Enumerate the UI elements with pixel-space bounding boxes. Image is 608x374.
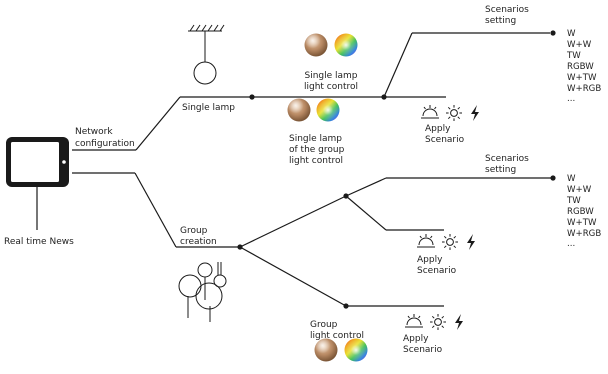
sun-icon xyxy=(430,314,446,330)
sun-icon xyxy=(446,105,462,121)
scenario-icons-2 xyxy=(417,234,475,250)
sunrise-icon xyxy=(421,105,439,119)
light-mode-item: W+W xyxy=(567,40,592,50)
lamp-color-icons-group-member xyxy=(287,98,340,122)
light-modes-list-2: W W+W TW RGBW W+TW W+RGB ... xyxy=(566,174,601,249)
group-creation-label-2: creation xyxy=(180,237,217,247)
lamp-color-icons-group xyxy=(314,338,368,362)
single-lamp-control-label-1: Single lamp xyxy=(304,71,357,81)
single-lamp-label: Single lamp xyxy=(182,103,235,113)
lightning-icon xyxy=(467,234,475,250)
diagram-lines xyxy=(36,32,552,307)
light-mode-item: W xyxy=(567,174,576,184)
sunrise-icon xyxy=(405,314,423,328)
group-creation-label-1: Group xyxy=(180,226,208,236)
apply-scenario-label-2b: Scenario xyxy=(417,266,457,276)
group-member-control-label-2: of the group xyxy=(289,145,345,155)
group-member-control-label-1: Single lamp xyxy=(289,134,342,144)
node xyxy=(550,30,556,36)
node xyxy=(343,193,349,199)
scenarios-setting-label-2a: Scenarios xyxy=(485,154,529,164)
light-mode-item: ... xyxy=(567,239,575,249)
group-light-control-label-1: Group xyxy=(310,320,338,330)
apply-scenario-label-1a: Apply xyxy=(425,124,451,134)
single-lamp-control-label-2: light control xyxy=(304,82,358,92)
light-mode-item: RGBW xyxy=(567,62,594,72)
light-mode-item: TW xyxy=(566,196,581,206)
node xyxy=(237,244,243,250)
node xyxy=(343,303,349,309)
apply-scenario-label-3b: Scenario xyxy=(403,345,443,355)
apply-scenario-label-1b: Scenario xyxy=(425,135,465,145)
network-config-label-2: configuration xyxy=(75,139,135,149)
light-mode-item: W+RGB xyxy=(567,84,601,94)
scenarios-setting-label-1a: Scenarios xyxy=(485,5,529,15)
light-mode-item: W+TW xyxy=(567,73,597,83)
light-mode-item: ... xyxy=(567,94,575,104)
sun-icon xyxy=(442,234,458,250)
group-light-control-label-2: light control xyxy=(310,331,364,341)
realtime-news-label: Real time News xyxy=(4,237,74,247)
lightning-icon xyxy=(455,314,463,330)
node xyxy=(381,94,387,100)
light-mode-item: W+TW xyxy=(567,218,597,228)
node xyxy=(550,175,556,181)
scenarios-setting-label-1b: setting xyxy=(485,16,516,26)
lightning-icon xyxy=(471,105,479,121)
scenario-icons-3 xyxy=(405,314,463,330)
light-modes-list-1: W W+W TW RGBW W+TW W+RGB ... xyxy=(566,29,601,104)
light-mode-item: W xyxy=(567,29,576,39)
node xyxy=(249,94,255,100)
sunrise-icon xyxy=(417,234,435,248)
diagram-labels: Network configuration Real time News Sin… xyxy=(4,5,529,355)
light-mode-item: W+W xyxy=(567,185,592,195)
pendant-lamp-icon xyxy=(188,24,225,85)
diagram-nodes xyxy=(237,30,556,309)
group-member-control-label-3: light control xyxy=(289,156,343,166)
lamp-color-icons-single xyxy=(304,33,358,57)
light-mode-item: RGBW xyxy=(567,207,594,217)
tablet-icon xyxy=(6,137,69,187)
apply-scenario-label-3a: Apply xyxy=(403,334,429,344)
scenarios-setting-label-2b: setting xyxy=(485,165,516,175)
light-mode-item: TW xyxy=(566,51,581,61)
apply-scenario-label-2a: Apply xyxy=(417,255,443,265)
group-lamps-icon xyxy=(178,262,227,322)
network-config-label-1: Network xyxy=(75,127,113,137)
light-mode-item: W+RGB xyxy=(567,229,601,239)
scenario-icons-1 xyxy=(421,105,479,121)
